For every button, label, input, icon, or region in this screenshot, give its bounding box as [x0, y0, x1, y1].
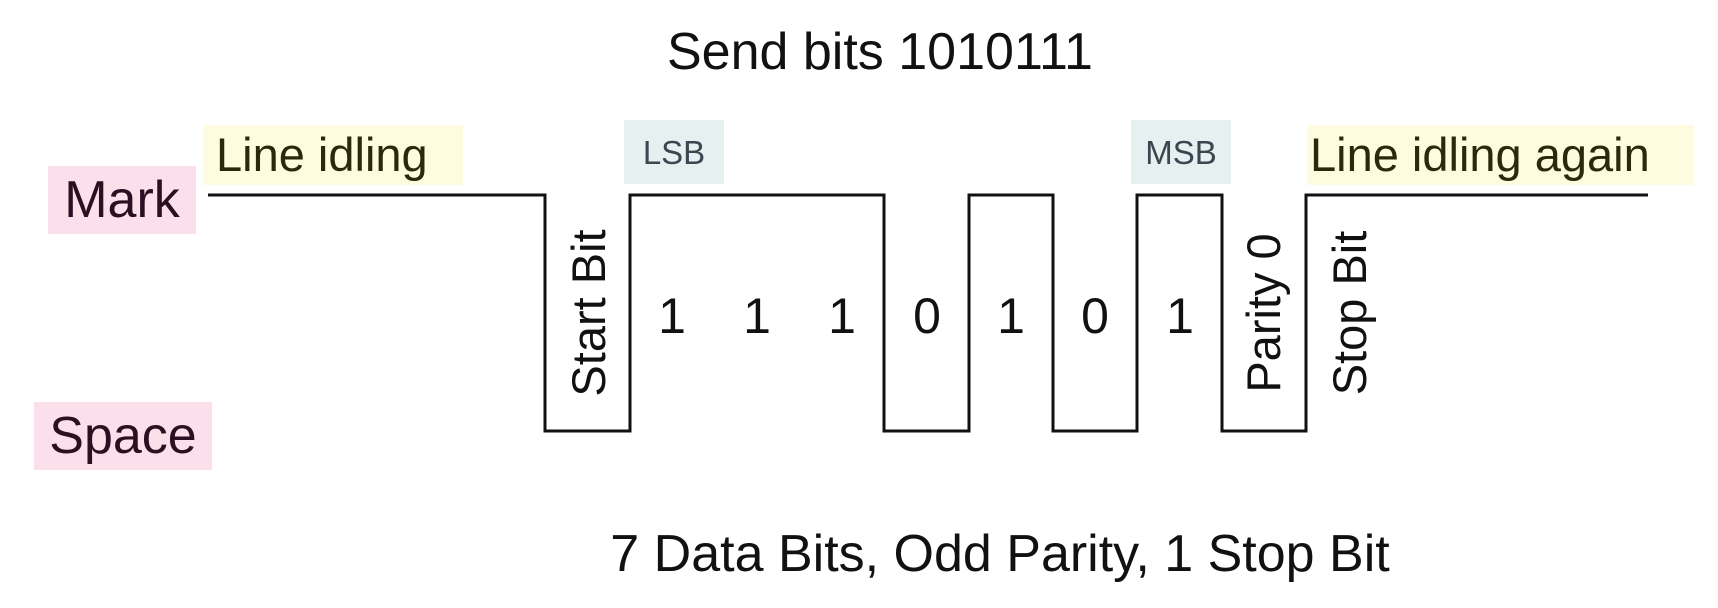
space-level-label: Space	[49, 407, 196, 465]
start-bit-label: Start Bit	[562, 229, 615, 396]
data-bit-6: 0	[1081, 288, 1109, 344]
data-bit-1: 1	[658, 288, 686, 344]
data-bit-4: 0	[913, 288, 941, 344]
signal-waveform	[208, 193, 1648, 433]
msb-marker-background	[1131, 120, 1231, 184]
data-bit-2: 1	[743, 288, 771, 344]
lsb-marker-background	[624, 120, 724, 184]
idle-before-background	[203, 125, 463, 185]
lsb-marker: LSB	[643, 134, 705, 171]
idle-before-label: Line idling	[216, 128, 428, 181]
frame-format-caption: 7 Data Bits, Odd Parity, 1 Stop Bit	[610, 525, 1390, 583]
mark-level-label: Mark	[64, 171, 181, 229]
mark-label-background	[48, 166, 196, 234]
diagram-title: Send bits 1010111	[667, 23, 1093, 81]
space-label-background	[34, 402, 212, 470]
parity-bit-label: Parity 0	[1237, 233, 1290, 392]
msb-marker: MSB	[1145, 134, 1217, 171]
stop-bit-label: Stop Bit	[1323, 231, 1376, 396]
data-bit-5: 1	[997, 288, 1025, 344]
data-bit-7: 1	[1166, 288, 1194, 344]
idle-after-label: Line idling again	[1310, 128, 1650, 181]
data-bit-3: 1	[828, 288, 856, 344]
idle-after-background	[1307, 125, 1694, 185]
